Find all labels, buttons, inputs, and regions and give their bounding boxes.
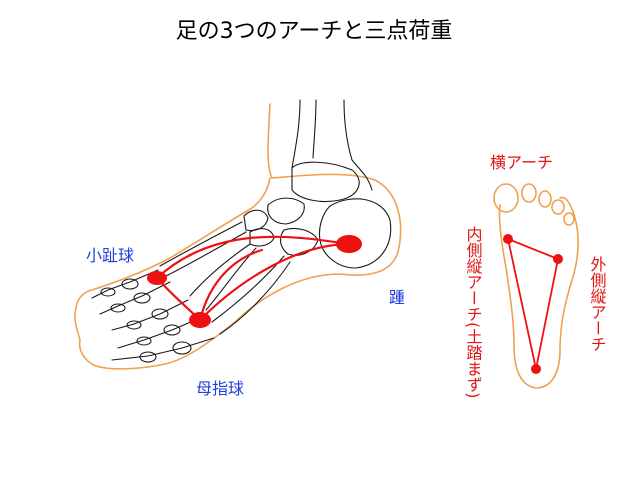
second-toe bbox=[521, 183, 537, 203]
page-title: 足の3つのアーチと三点荷重 bbox=[176, 19, 453, 44]
phalanx-bone bbox=[117, 317, 201, 349]
cuneiform-bone bbox=[249, 228, 275, 247]
little-toe-ball-label: 小趾球 bbox=[86, 246, 134, 265]
fibula-bone bbox=[343, 99, 373, 191]
navicular-bone bbox=[267, 197, 305, 225]
talus-bone bbox=[291, 161, 360, 203]
tibia-bone bbox=[291, 99, 301, 169]
joint-oval bbox=[136, 336, 152, 346]
joint-oval bbox=[133, 292, 151, 304]
metatarsal-bone bbox=[159, 221, 243, 267]
joint-oval bbox=[121, 278, 139, 290]
joint-oval bbox=[163, 324, 181, 336]
phalanx-bone bbox=[111, 337, 215, 361]
fourth-toe bbox=[551, 199, 565, 215]
big-toe-ball-sole-point bbox=[503, 234, 513, 244]
metatarsal-bone bbox=[189, 243, 251, 297]
phalanx-bone bbox=[111, 299, 189, 331]
arch-curve-inner bbox=[198, 242, 350, 322]
heel-point bbox=[336, 235, 362, 253]
cuboid-bone bbox=[279, 227, 319, 256]
cuneiform-bone bbox=[243, 209, 269, 232]
metatarsal-bone bbox=[165, 231, 247, 277]
load-triangle bbox=[506, 237, 560, 370]
big-toe bbox=[493, 183, 519, 213]
joint-oval bbox=[100, 287, 116, 297]
medial-arch-label: 内側縦アーチ(土踏まず) bbox=[464, 226, 483, 398]
tibia-front-bone bbox=[312, 99, 317, 159]
calcaneus-bone bbox=[318, 198, 392, 269]
transverse-arch-label: 横アーチ bbox=[490, 153, 553, 172]
little-toe-ball-point bbox=[147, 271, 167, 285]
phalanx-bone bbox=[99, 281, 171, 315]
lateral-arch-label: 外側縦アーチ bbox=[588, 256, 607, 352]
joint-oval bbox=[126, 320, 142, 330]
sole-outline bbox=[498, 196, 579, 389]
foot-skin-outline bbox=[74, 103, 402, 370]
phalanx-bone bbox=[91, 269, 159, 299]
joint-oval bbox=[151, 308, 169, 320]
big-toe-ball-label: 母指球 bbox=[196, 379, 244, 398]
joint-oval bbox=[172, 341, 192, 355]
foot-side-view: 小趾球 母指球 踵 bbox=[74, 99, 405, 398]
heel-label: 踵 bbox=[389, 288, 405, 307]
metatarsal-bone bbox=[219, 261, 291, 335]
foot-bones bbox=[91, 99, 392, 363]
fifth-toe bbox=[563, 212, 575, 226]
heel-sole-point bbox=[531, 364, 541, 374]
foot-sole-view: 横アーチ 内側縦アーチ(土踏まず) 外側縦アーチ bbox=[464, 153, 607, 398]
arch-curve-outer bbox=[155, 235, 350, 280]
third-toe bbox=[538, 190, 552, 208]
joint-oval bbox=[139, 351, 157, 363]
joint-oval bbox=[110, 303, 126, 313]
big-toe-ball-point bbox=[189, 312, 211, 328]
arch-curve-inner-top bbox=[198, 248, 264, 322]
little-toe-ball-sole-point bbox=[553, 254, 563, 264]
